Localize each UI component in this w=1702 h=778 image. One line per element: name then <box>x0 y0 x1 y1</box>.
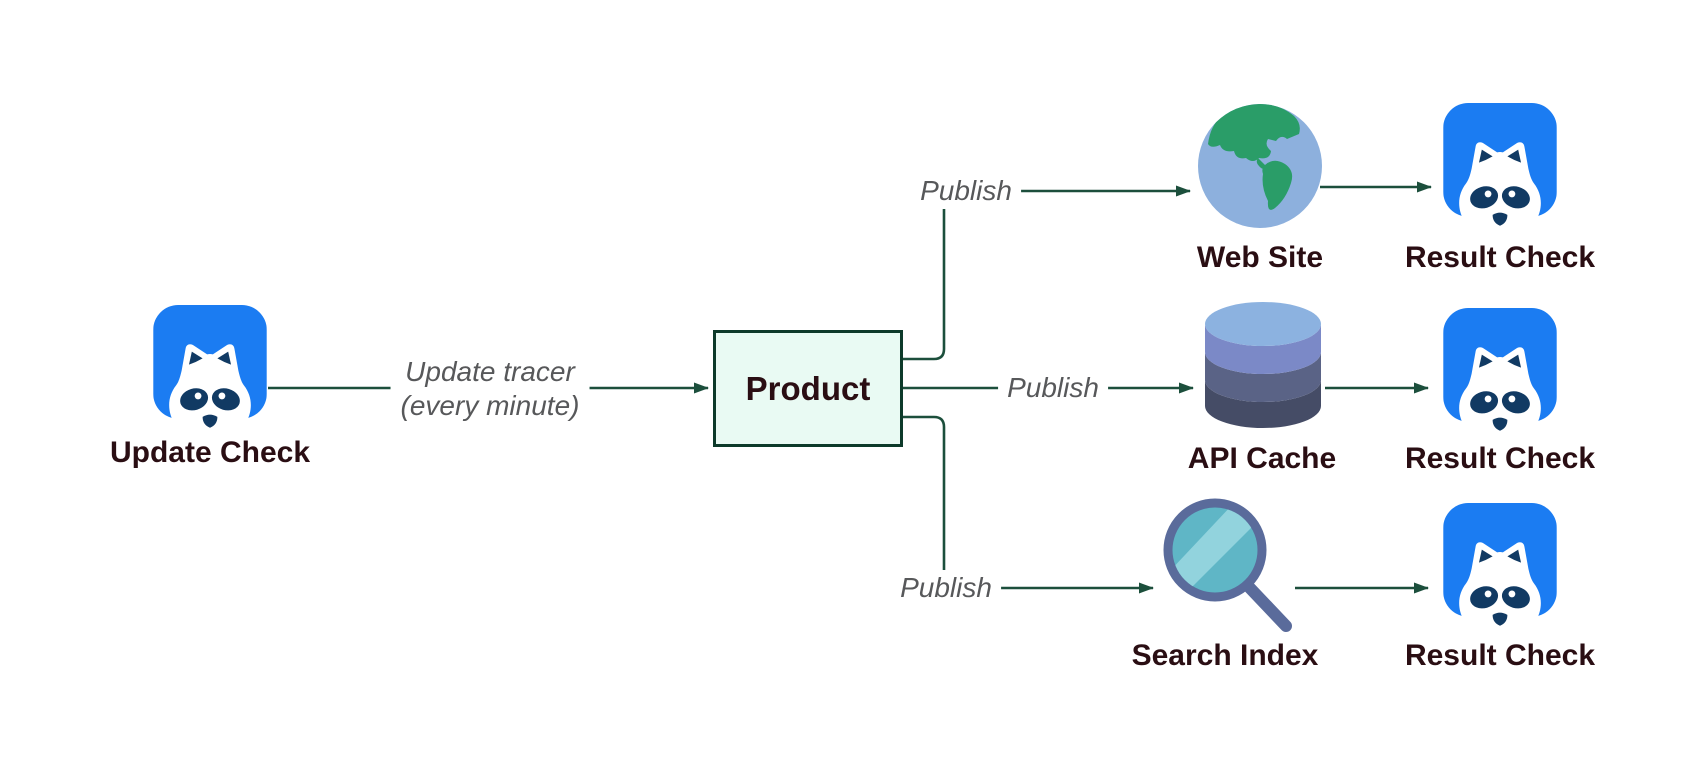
api-cache-label: API Cache <box>1187 442 1337 475</box>
update-check-label: Update Check <box>109 436 311 469</box>
result-check-api-label: Result Check <box>1404 442 1596 475</box>
update-tracer-line1: Update tracer <box>405 355 575 387</box>
product-node: Product <box>713 330 903 447</box>
result-check-web-raccoon-icon <box>1443 103 1557 228</box>
edge-product-to-search-index <box>903 415 1154 594</box>
result-check-search-label: Result Check <box>1404 639 1596 672</box>
publish-search-label: Publish <box>891 570 1001 606</box>
search-index-label: Search Index <box>1131 639 1319 672</box>
publish-web-label: Publish <box>911 173 1021 209</box>
result-check-search-raccoon-icon <box>1443 503 1557 628</box>
result-check-web-label: Result Check <box>1404 241 1596 274</box>
edge-product-to-web-site <box>903 185 1191 361</box>
update-tracer-label: Update tracer (every minute) <box>390 351 590 427</box>
api-cache-database-icon <box>1203 302 1323 428</box>
search-index-magnifier-icon <box>1160 495 1295 635</box>
web-site-label: Web Site <box>1196 241 1324 274</box>
update-tracer-line2: (every minute) <box>400 390 580 421</box>
web-site-globe-icon <box>1198 104 1322 228</box>
result-check-api-raccoon-icon <box>1443 308 1557 433</box>
update-check-raccoon-icon <box>153 305 267 430</box>
product-label: Product <box>745 369 871 407</box>
publish-api-label: Publish <box>998 370 1108 406</box>
